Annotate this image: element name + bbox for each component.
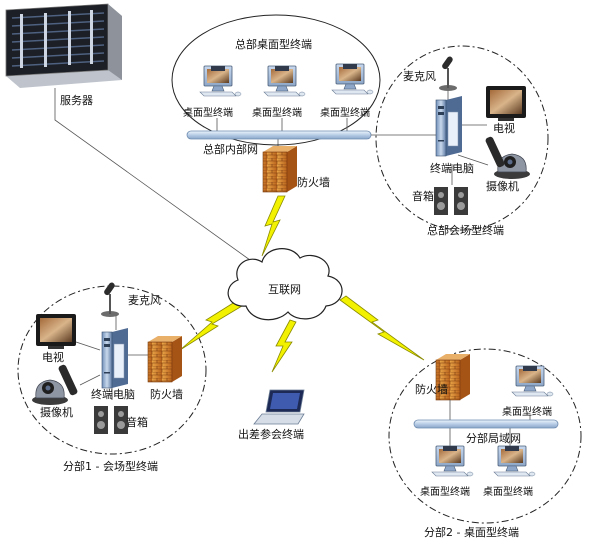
branch1-tv-label: 电视 [42, 351, 64, 364]
branch-lan-label: 分部局域网 [466, 432, 521, 445]
hq-microphone-label: 麦克风 [403, 70, 436, 83]
hq-desktop-group-title: 总部桌面型终端 [235, 38, 312, 51]
desktop-terminal-label: 桌面型终端 [420, 487, 470, 498]
branch2-firewall-label: 防火墙 [415, 383, 448, 396]
hq-lan-bar [186, 130, 372, 140]
speaker-icon [94, 406, 128, 434]
hq-terminal-pc-label: 终端电脑 [430, 162, 474, 175]
tv-icon [36, 314, 76, 349]
branch2-desktop-terminal-caption: 分部2 - 桌面型终端 [424, 526, 519, 539]
desktop-terminal-label: 桌面型终端 [483, 487, 533, 498]
firewall-icon [262, 145, 298, 193]
tower-pc-icon [435, 95, 463, 157]
laptop-icon [253, 389, 305, 425]
microphone-icon [439, 55, 457, 91]
hq-tv-label: 电视 [493, 122, 515, 135]
lightning-links [179, 195, 425, 373]
branch1-microphone-label: 麦克风 [128, 294, 161, 307]
firewall-icon [147, 335, 183, 383]
camera-icon [31, 379, 69, 406]
hq-speaker-label: 音箱 [412, 190, 434, 203]
desktop-terminal-icon [511, 365, 554, 397]
speaker-icon [434, 187, 468, 215]
hq-camera-label: 摄像机 [486, 180, 519, 193]
desktop-terminal-label: 桌面型终端 [320, 108, 370, 119]
hq-lan-label: 总部内部网 [203, 143, 258, 156]
branch1-firewall-label: 防火墙 [150, 388, 183, 401]
hq-venue-terminal-caption: 总部会场型终端 [427, 224, 504, 237]
lightning-icon [261, 195, 286, 257]
lightning-icon [179, 299, 243, 351]
branch-lan-bar [413, 419, 559, 429]
hq-venue-group-boundary [375, 45, 549, 231]
branch2-links [449, 400, 531, 446]
travel-terminal-label: 出差参会终端 [238, 428, 304, 441]
branch1-speaker-label: 音箱 [126, 416, 148, 429]
tv-icon [486, 86, 526, 121]
remote-icon [484, 135, 506, 169]
hq-desktop-group-boundary [171, 14, 381, 146]
desktop-terminal-label: 桌面型终端 [183, 108, 233, 119]
internet-label: 互联网 [268, 283, 301, 296]
server-link-line [54, 88, 251, 261]
hq-desktop-terminal-1 [199, 65, 242, 97]
branch2-group-boundary [388, 348, 582, 524]
desktop-terminal-icon [263, 65, 306, 97]
branch1-venue-group-boundary [17, 285, 207, 455]
desktop-terminal-icon [199, 65, 242, 97]
lightning-icon [339, 295, 425, 361]
hq-venue-links [371, 84, 489, 185]
server-label: 服务器 [60, 94, 93, 107]
desktop-terminal-icon [493, 445, 536, 477]
hq-desktop-terminal-2 [263, 65, 306, 97]
hq-firewall-label: 防火墙 [297, 176, 330, 189]
hq-desktop-terminal-3 [331, 63, 374, 95]
tower-pc-icon [101, 327, 129, 389]
desktop-terminal-label: 桌面型终端 [252, 108, 302, 119]
branch1-venue-terminal-caption: 分部1 - 会场型终端 [63, 460, 158, 473]
desktop-terminal-icon [431, 445, 474, 477]
branch1-terminal-pc-label: 终端电脑 [91, 388, 135, 401]
cloud-icon [227, 248, 343, 321]
connections [54, 88, 279, 261]
group-boundaries [17, 14, 582, 524]
branch1-camera-label: 摄像机 [40, 406, 73, 419]
server-icon [5, 3, 122, 88]
desktop-terminal-label: 桌面型终端 [502, 407, 552, 418]
lightning-icon [271, 319, 297, 373]
desktop-terminal-icon [331, 63, 374, 95]
